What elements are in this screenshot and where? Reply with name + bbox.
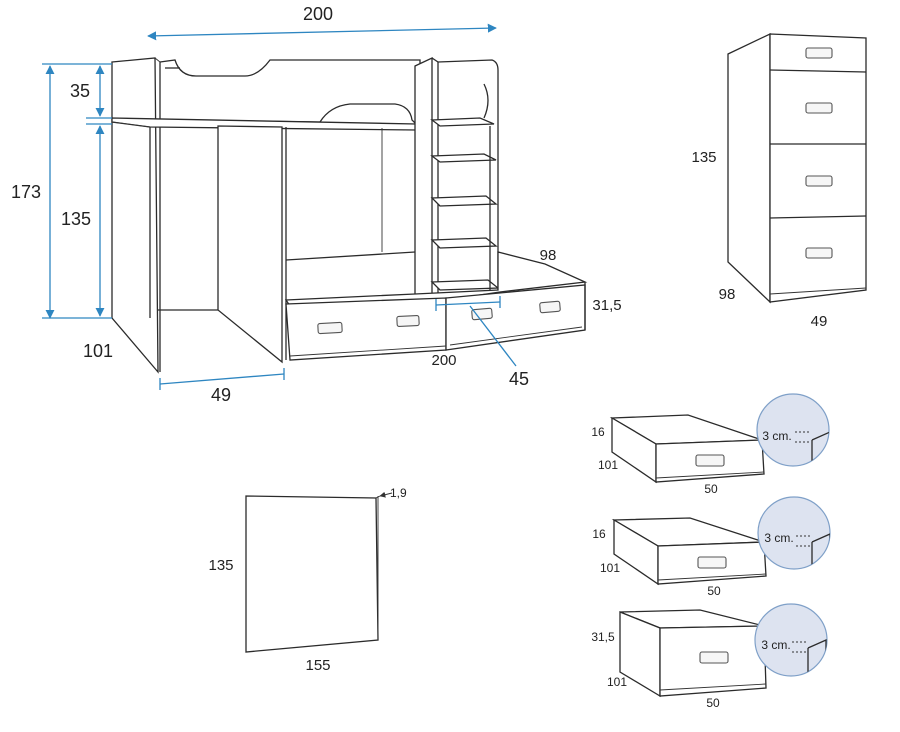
drawer-unit-3: 31,5 101 50 3 cm. [591, 603, 828, 710]
step-width-label: 45 [509, 369, 529, 389]
drawer-2-detail-label: 3 cm. [764, 531, 793, 545]
panel-width-label: 155 [305, 657, 330, 674]
bed-lower-height-label: 135 [61, 209, 91, 229]
drawer-1-height-label: 16 [591, 425, 605, 439]
drawer-1-depth-label: 101 [598, 458, 618, 472]
bed-total-height-label: 173 [11, 182, 41, 202]
drawer-unit-2: 16 101 50 3 cm. [592, 496, 831, 598]
drawer-1-width-label: 50 [704, 482, 718, 496]
drawer-1-detail-label: 3 cm. [762, 429, 791, 443]
back-panel: 1,9 135 155 [208, 486, 407, 674]
chest-height-label: 135 [691, 149, 716, 166]
drawer-unit-1: 16 101 50 3 cm. [591, 393, 830, 496]
chest-width-label: 49 [811, 313, 828, 330]
drawer-height-label: 31,5 [592, 297, 621, 314]
drawer-2-height-label: 16 [592, 527, 606, 541]
bed-dimension-lines [42, 23, 517, 390]
bed-top-height-label: 35 [70, 81, 90, 101]
bed-depth-label: 101 [83, 341, 113, 361]
bed-desk-width-label: 49 [211, 385, 231, 405]
drawer-3-width-label: 50 [706, 696, 720, 710]
trundle-depth-label: 98 [540, 247, 557, 264]
drawer-3-detail-label: 3 cm. [761, 638, 790, 652]
drawer-3-height-label: 31,5 [591, 630, 615, 644]
drawer-3-detail-circle [754, 603, 828, 677]
bed-width-label: 200 [303, 4, 333, 24]
panel-height-label: 135 [208, 557, 233, 574]
chest-depth-label: 98 [719, 286, 736, 303]
drawer-1-detail-circle [756, 393, 830, 467]
drawer-2-width-label: 50 [707, 584, 721, 598]
drawer-2-depth-label: 101 [600, 561, 620, 575]
bed-dimension-labels: 200 173 35 135 101 49 98 31,5 200 45 [11, 4, 622, 405]
panel-thickness-label: 1,9 [390, 486, 407, 500]
chest-of-drawers: 135 98 49 [691, 32, 867, 330]
drawer-3-depth-label: 101 [607, 675, 627, 689]
bunk-bed-drawing [111, 56, 588, 374]
trundle-width-label: 200 [431, 352, 456, 369]
